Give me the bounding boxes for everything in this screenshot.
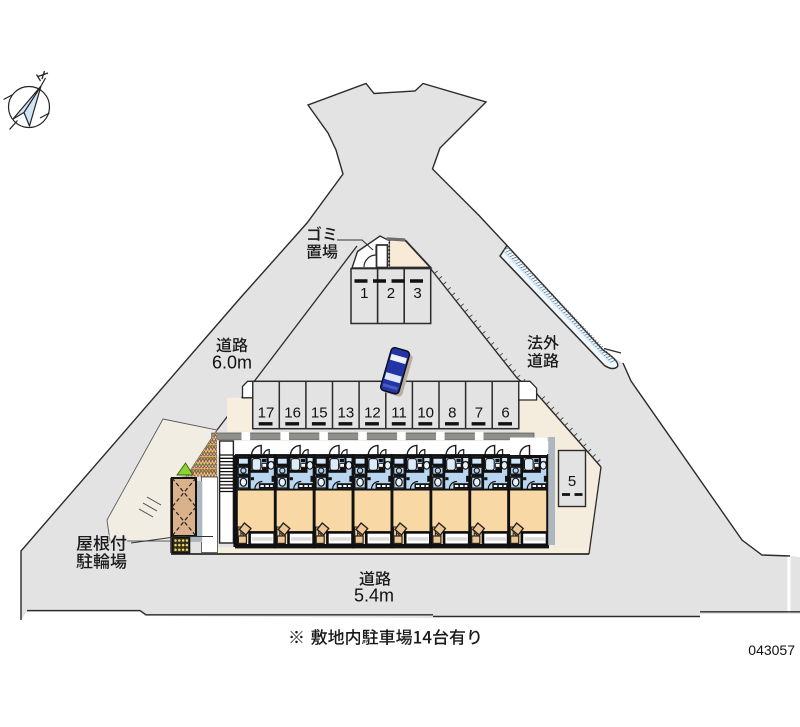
- svg-text:12: 12: [364, 405, 381, 422]
- svg-text:17: 17: [258, 405, 275, 422]
- svg-text:7: 7: [475, 405, 483, 422]
- svg-text:1: 1: [360, 285, 368, 302]
- svg-text:10: 10: [417, 405, 434, 422]
- svg-text:6.0m: 6.0m: [212, 353, 252, 373]
- svg-text:3: 3: [413, 285, 421, 302]
- svg-text:5.4m: 5.4m: [354, 586, 394, 606]
- svg-text:16: 16: [284, 405, 301, 422]
- svg-text:13: 13: [337, 405, 354, 422]
- svg-text:5: 5: [568, 473, 576, 490]
- svg-text:6: 6: [501, 405, 509, 422]
- svg-text:2: 2: [387, 285, 395, 302]
- svg-text:043057: 043057: [748, 642, 795, 658]
- svg-text:15: 15: [311, 405, 328, 422]
- svg-text:8: 8: [448, 405, 456, 422]
- svg-text:11: 11: [391, 405, 407, 422]
